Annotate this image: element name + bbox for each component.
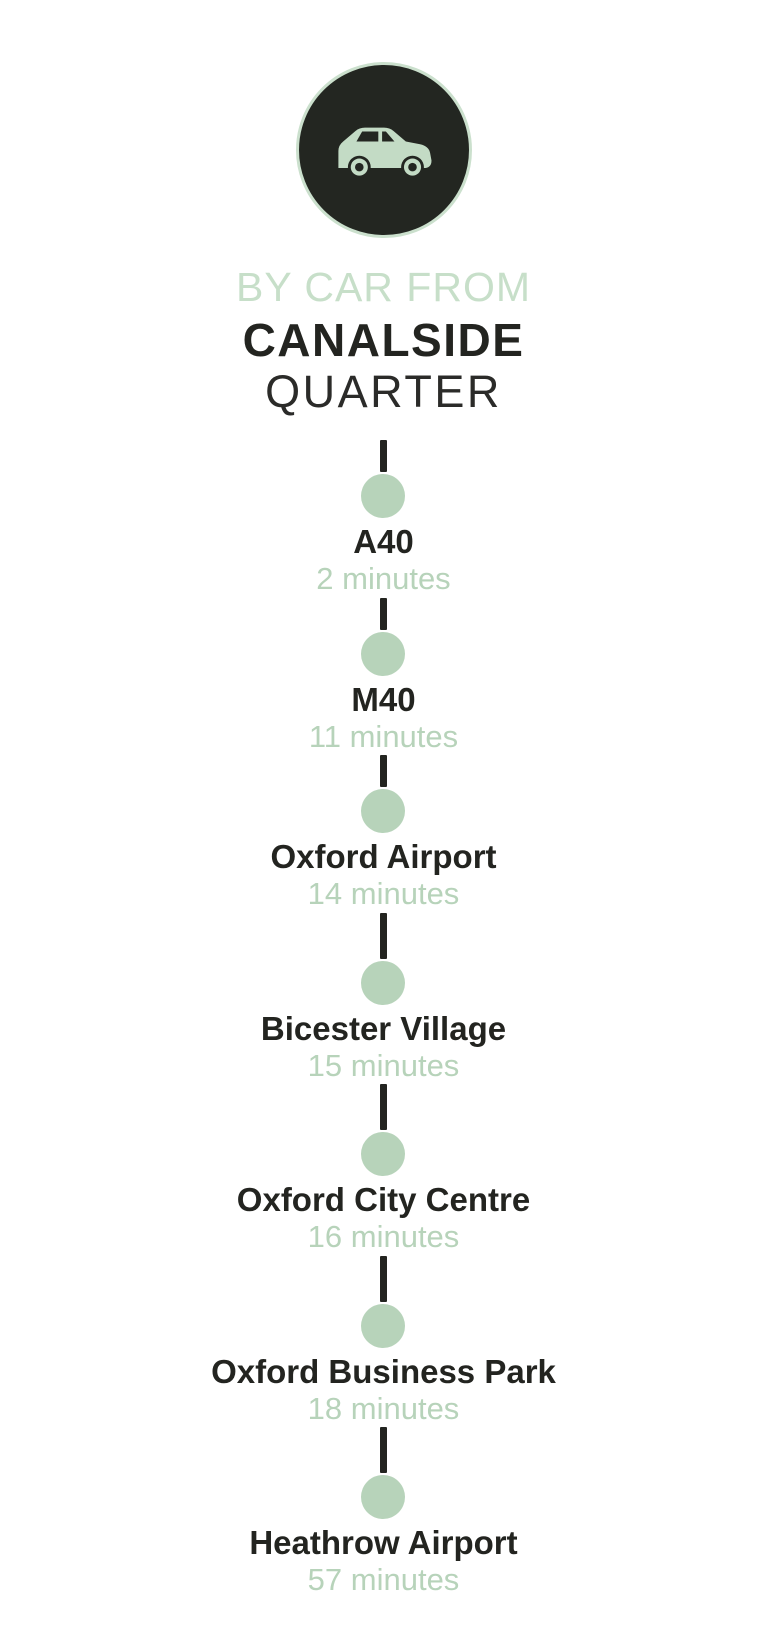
timeline-stop: Oxford City Centre 16 minutes bbox=[237, 1084, 530, 1256]
stop-node bbox=[361, 1132, 406, 1177]
stop-node bbox=[361, 789, 406, 834]
eyebrow-text: BY CAR FROM bbox=[236, 264, 531, 310]
stop-node bbox=[361, 960, 406, 1005]
stop-name: Bicester Village bbox=[260, 1009, 507, 1047]
stop-name: Oxford Business Park bbox=[211, 1352, 556, 1390]
stop-node bbox=[361, 1303, 406, 1348]
stop-time: 57 minutes bbox=[307, 1562, 460, 1598]
timeline-stop: A40 2 minutes bbox=[316, 440, 451, 598]
stop-node bbox=[361, 474, 406, 519]
stop-name: M40 bbox=[351, 680, 416, 718]
connector-line bbox=[379, 1427, 387, 1474]
stop-name: A40 bbox=[353, 523, 414, 561]
stop-name: Heathrow Airport bbox=[249, 1524, 518, 1562]
stop-name: Oxford Airport bbox=[270, 838, 497, 876]
timeline: A40 2 minutes M40 11 minutes Oxford Airp… bbox=[211, 440, 556, 1599]
car-icon-badge bbox=[295, 62, 472, 238]
stop-time: 15 minutes bbox=[307, 1047, 460, 1083]
connector-line bbox=[379, 1084, 387, 1131]
connector-line bbox=[379, 597, 387, 630]
car-icon bbox=[337, 127, 431, 179]
stop-node bbox=[361, 1475, 406, 1520]
connector-line bbox=[379, 755, 387, 788]
timeline-stop: M40 11 minutes bbox=[308, 597, 459, 756]
connector-line bbox=[379, 440, 387, 473]
timeline-stop: Bicester Village 15 minutes bbox=[260, 912, 507, 1085]
timeline-stop: Oxford Business Park 18 minutes bbox=[211, 1255, 556, 1428]
connector-line bbox=[379, 912, 387, 959]
stop-time: 16 minutes bbox=[307, 1219, 460, 1255]
page-title-line1: CANALSIDE bbox=[242, 314, 525, 367]
stop-time: 14 minutes bbox=[307, 876, 460, 912]
stop-time: 11 minutes bbox=[308, 718, 459, 754]
page-title-line2: QUARTER bbox=[265, 365, 502, 417]
stop-time: 2 minutes bbox=[316, 561, 451, 597]
stop-node bbox=[361, 631, 406, 676]
timeline-stop: Heathrow Airport 57 minutes bbox=[249, 1427, 518, 1599]
stop-name: Oxford City Centre bbox=[236, 1181, 531, 1219]
timeline-stop: Oxford Airport 14 minutes bbox=[270, 755, 497, 913]
connector-line bbox=[379, 1255, 387, 1302]
stop-time: 18 minutes bbox=[307, 1390, 460, 1426]
